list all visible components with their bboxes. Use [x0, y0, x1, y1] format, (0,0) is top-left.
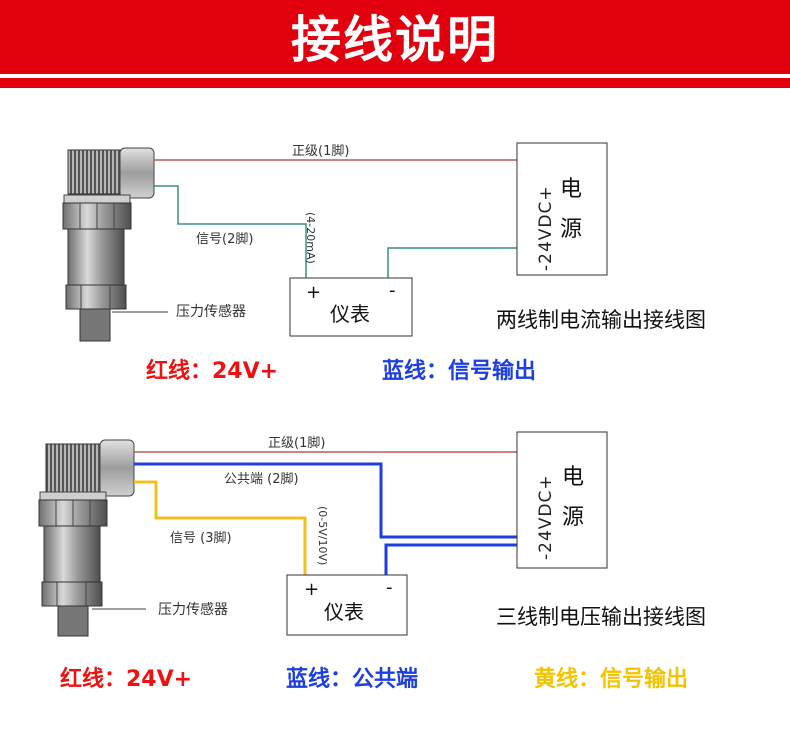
meter-box-1 — [289, 277, 413, 337]
legend-blue-2: 蓝线：公共端 — [286, 667, 419, 692]
pressure-sensor-1 — [62, 147, 155, 342]
meter-plus-2: + — [304, 579, 320, 600]
legend-red-1: 红线：24V+ — [146, 359, 279, 384]
signal-pin-label-2: 信号 (3脚) — [170, 531, 232, 546]
power-char-1b: 源 — [560, 217, 583, 242]
pressure-sensor-2 — [38, 439, 135, 637]
legend-yellow-2: 黄线：信号输出 — [534, 667, 689, 692]
meter-minus-2: - — [386, 577, 393, 598]
blue-wire-meter-2 — [384, 543, 517, 575]
voltage-range-label-2: (0-5V/10V) — [316, 506, 329, 566]
diagram-caption-2: 三线制电压输出接线图 — [496, 605, 706, 629]
sensor-label-1: 压力传感器 — [176, 304, 246, 320]
power-char-2b: 源 — [562, 505, 585, 530]
return-wire-1 — [387, 247, 517, 278]
page-title: 接线说明 — [291, 11, 499, 69]
yellow-wire-2 — [134, 480, 307, 575]
sensor-label-2: 压力传感器 — [158, 602, 228, 618]
current-range-label-1: (4-20mA) — [304, 212, 317, 264]
power-char-2a: 电 — [562, 465, 585, 490]
signal-wire-1 — [154, 185, 307, 278]
title-banner: 接线说明 — [0, 0, 790, 88]
meter-label-2: 仪表 — [324, 600, 364, 624]
positive-pin-label-1: 正级(1脚) — [292, 144, 350, 159]
power-char-1a: 电 — [560, 177, 583, 202]
common-pin-label-2: 公共端 (2脚) — [224, 472, 299, 487]
meter-label-1: 仪表 — [330, 302, 370, 326]
power-voltage-2: -24VDC+ — [536, 474, 556, 560]
positive-pin-label-2: 正级(1脚) — [268, 436, 326, 451]
meter-minus-1: - — [389, 280, 396, 301]
legend-blue-1: 蓝线：信号输出 — [382, 359, 537, 384]
power-voltage-1: -24VDC+ — [536, 185, 556, 271]
meter-box-2 — [286, 574, 408, 636]
banner-rule — [0, 74, 790, 78]
legend-red-2: 红线：24V+ — [60, 667, 193, 692]
power-box-1 — [516, 142, 608, 276]
diagram-caption-1: 两线制电流输出接线图 — [496, 308, 706, 332]
signal-pin-label-1: 信号(2脚) — [196, 232, 254, 247]
power-box-2 — [516, 431, 608, 569]
blue-wire-2 — [134, 462, 517, 539]
meter-plus-1: + — [306, 282, 322, 303]
